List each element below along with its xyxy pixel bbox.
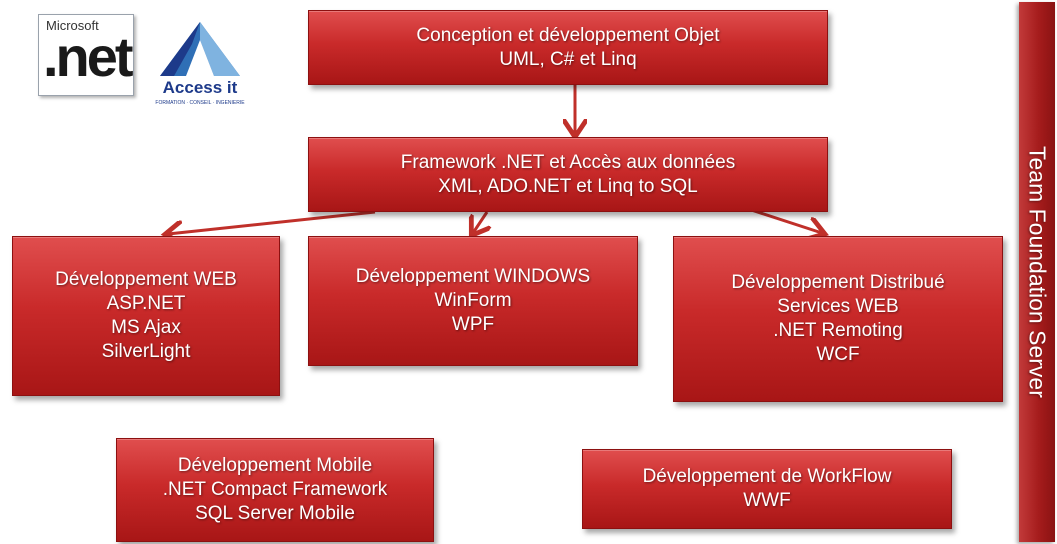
arrow-framework-to-web [168,210,376,234]
box-line: .NET Compact Framework [162,479,388,500]
box-line: SilverLight [101,341,191,362]
box-line: UML, C# et Linq [499,48,637,70]
box-line: Framework .NET et Accès aux données [400,151,736,173]
box-line: Développement WEB [55,269,237,290]
box-developpement-mobile: Développement Mobile .NET Compact Framew… [116,438,434,542]
box-line: WCF [816,344,860,365]
box-line: WinForm [434,290,512,311]
microsoft-wordmark: Microsoft [46,18,99,33]
box-line: XML, ADO.NET et Linq to SQL [438,175,698,197]
access-it-name: Access it [162,78,238,97]
box-line: WPF [451,314,495,335]
dotnet-wordmark: .net [43,25,134,88]
access-it-logo: Access it FORMATION · CONSEIL · INGENIER… [154,20,246,120]
box-line: WWF [743,490,791,511]
box-developpement-windows: Développement WINDOWS WinForm WPF [308,236,638,366]
box-line: Développement Distribué [731,272,945,293]
box-line: Conception et développement Objet [416,24,720,46]
box-developpement-distribue: Développement Distribué Services WEB .NE… [673,236,1003,402]
box-line: Développement WINDOWS [355,266,591,287]
team-foundation-server-bar: Team Foundation Server [1019,2,1055,542]
box-developpement-web: Développement WEB ASP.NET MS Ajax Silver… [12,236,280,396]
box-developpement-workflow: Développement de WorkFlow WWF [582,449,952,529]
box-line: Développement de WorkFlow [642,466,892,487]
box-line: MS Ajax [111,317,181,338]
team-foundation-server-label: Team Foundation Server [1024,146,1051,398]
access-it-triangle-icon [160,22,240,76]
box-framework-dotnet: Framework .NET et Accès aux données XML,… [308,137,828,212]
box-line: ASP.NET [106,293,186,314]
box-line: Services WEB [777,296,899,317]
box-conception-objet: Conception et développement Objet UML, C… [308,10,828,85]
box-line: Développement Mobile [177,455,373,476]
box-line: SQL Server Mobile [195,503,355,524]
arrow-framework-to-windows [473,211,487,233]
box-line: .NET Remoting [773,320,903,341]
access-it-tagline: FORMATION · CONSEIL · INGENIERIE [155,100,245,106]
dotnet-logo: Microsoft .net [38,14,134,96]
